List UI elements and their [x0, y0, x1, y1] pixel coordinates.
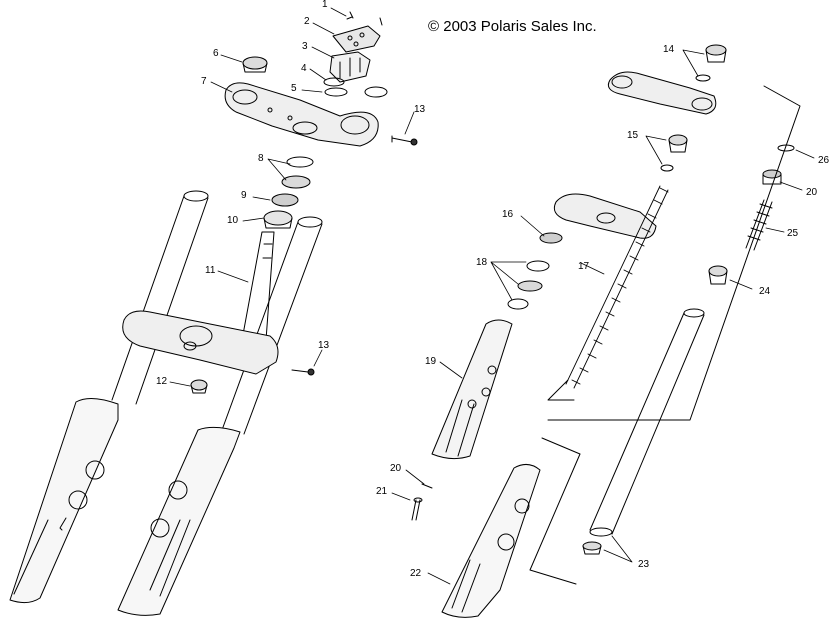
part-10-race [263, 210, 293, 229]
part-17-spring [565, 185, 669, 389]
part-7-upper-triple-clamp [224, 82, 379, 147]
right-upper-triple-clamp [607, 71, 717, 115]
part-1-screws [346, 11, 383, 26]
part-22-lower-slider [441, 464, 541, 618]
callout-6: 6 [213, 48, 219, 59]
callout-16: 16 [502, 209, 514, 220]
right-fork-assembly [411, 44, 801, 618]
part-2-plate [332, 25, 381, 53]
copyright-text: 2003 Polaris Sales Inc. [443, 18, 597, 35]
callout-11: 11 [205, 265, 216, 276]
part-8-bearing-b [281, 175, 311, 189]
part-9-seal [271, 193, 299, 207]
callout-10: 10 [227, 215, 239, 226]
part-13-bolt-upper [391, 135, 418, 146]
callout-26: 26 [818, 155, 830, 166]
part-18-ring-c [507, 298, 529, 310]
left-lower-slider [9, 398, 119, 604]
part-8-bearing-a [286, 156, 314, 168]
part-5-washer [324, 87, 348, 97]
callout-14: 14 [663, 44, 675, 55]
callout-25: 25 [787, 228, 799, 239]
callout-5: 5 [291, 83, 297, 94]
left-fork-assembly [9, 11, 418, 616]
callout-24: 24 [759, 286, 771, 297]
callout-7: 7 [201, 76, 207, 87]
callout-15: 15 [627, 130, 639, 141]
right-lower-slider [117, 426, 241, 616]
part-20-small-screw [421, 483, 433, 489]
callout-13-upper: 13 [414, 104, 426, 115]
group-bracket-lines [529, 85, 801, 585]
part-3-clamp [329, 51, 371, 83]
part-4-washer [323, 77, 345, 87]
inner-fork-tube [589, 308, 705, 537]
part-16-bearing [539, 232, 563, 244]
callout-8: 8 [258, 153, 264, 164]
part-23-bushing [582, 541, 602, 555]
lower-triple-clamp [122, 310, 279, 375]
callout-2: 2 [304, 16, 310, 27]
right-mid-clamp [553, 193, 657, 239]
part-18-ring-b [517, 280, 543, 292]
part-25-rod [745, 199, 773, 251]
callout-20-right: 20 [806, 187, 818, 198]
part-13-bolt-lower [291, 368, 315, 376]
leader-lines [169, 7, 815, 585]
part-11-steering-stem [241, 231, 275, 341]
part-12-nut [190, 379, 208, 394]
callout-3: 3 [302, 41, 308, 52]
part-18-ring-a [526, 260, 550, 272]
callout-17: 17 [578, 261, 590, 272]
callout-19: 19 [425, 356, 437, 367]
callout-12: 12 [156, 376, 168, 387]
callout-1: 1 [322, 0, 328, 10]
part-24-bushing [708, 265, 728, 285]
part-14-cap [695, 44, 727, 82]
callout-23: 23 [638, 559, 650, 570]
part-20-cap [762, 169, 782, 185]
callout-18: 18 [476, 257, 488, 268]
callout-22: 22 [410, 568, 422, 579]
right-fork-tube [221, 216, 323, 435]
callout-9: 9 [241, 190, 247, 201]
part-15-spacer [660, 134, 688, 172]
part-5-washer-right [364, 86, 388, 98]
left-fork-tube [111, 190, 209, 405]
part-21-bolt [411, 497, 423, 521]
callout-4: 4 [301, 63, 307, 74]
part-6-cap [242, 56, 268, 73]
callout-21: 21 [376, 486, 388, 497]
copyright-symbol: © [428, 18, 440, 35]
callout-20-left: 20 [390, 463, 402, 474]
part-19-damper [431, 319, 513, 460]
callout-13-lower: 13 [318, 340, 330, 351]
copyright-notice: © 2003 Polaris Sales Inc. [428, 18, 597, 35]
